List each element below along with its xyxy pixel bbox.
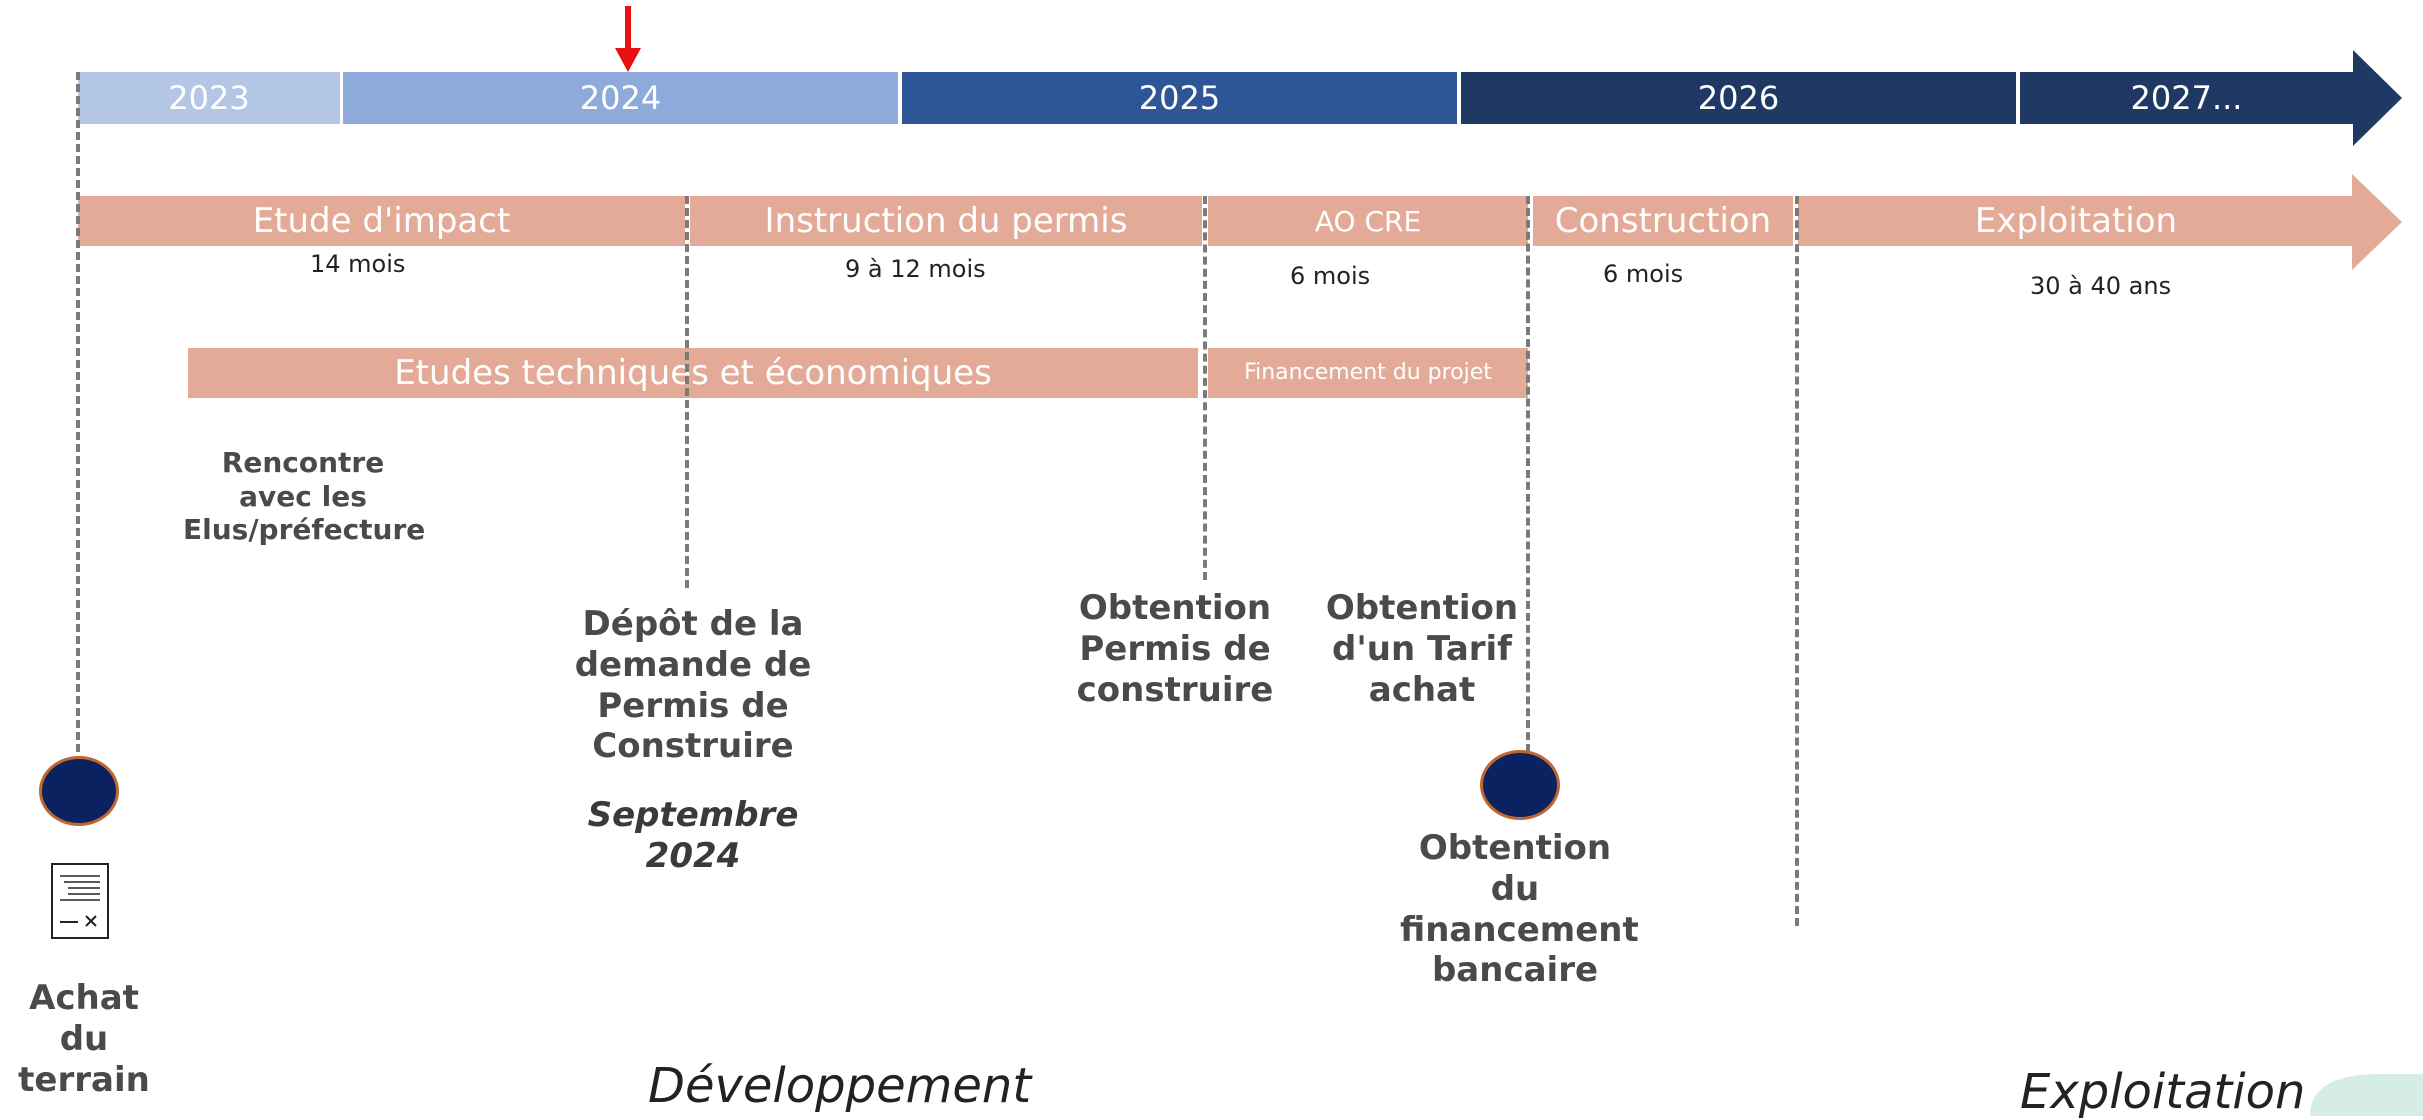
duration-ao-cre: 6 mois — [1290, 262, 1371, 290]
down-arrow-icon — [613, 6, 643, 74]
dashed-line-financement — [1526, 196, 1530, 752]
milestone-obtention-financement: Obtention du financement bancaire — [1400, 828, 1639, 991]
milestone-obtention-tarif: Obtention d'un Tarif achat — [1325, 588, 1519, 710]
year-2024: 2024 — [343, 72, 898, 124]
phase-instruction-permis: Instruction du permis — [690, 196, 1202, 246]
milestone-rencontre: Rencontre avec les Elus/préfecture — [183, 446, 426, 547]
phase-etudes-techniques: Etudes techniques et économiques — [188, 348, 1198, 398]
phase-construction: Construction — [1533, 196, 1793, 246]
section-exploitation: Exploitation — [2020, 1064, 2306, 1120]
section-developpement: Développement — [648, 1058, 1032, 1114]
dashed-line-permis — [1203, 196, 1207, 580]
phase-exploitation: Exploitation — [1798, 196, 2354, 246]
duration-exploitation: 30 à 40 ans — [2030, 272, 2172, 300]
year-2025: 2025 — [902, 72, 1457, 124]
milestone-depot-date: Septembre 2024 — [587, 795, 799, 876]
milestone-dot-achat — [39, 756, 119, 826]
contract-document-icon — [50, 862, 110, 940]
year-2023: 2023 — [78, 72, 340, 124]
year-2027-arrow — [2020, 50, 2405, 146]
phase-etude-impact: Etude d'impact — [78, 196, 685, 246]
phase-ao-cre: AO CRE — [1208, 196, 1528, 246]
milestone-dot-financement — [1480, 750, 1560, 820]
duration-instruction: 9 à 12 mois — [845, 255, 986, 283]
duration-etude-impact: 14 mois — [310, 250, 406, 278]
milestone-obtention-permis: Obtention Permis de construire — [1076, 588, 1274, 710]
year-2027: 2027... — [2130, 79, 2243, 117]
dashed-line-achat — [76, 72, 80, 752]
milestone-depot: Dépôt de la demande de Permis de Constru… — [574, 604, 812, 767]
year-2026: 2026 — [1461, 72, 2016, 124]
duration-construction: 6 mois — [1603, 260, 1684, 288]
dashed-line-depot — [685, 196, 689, 588]
phase-financement: Financement du projet — [1208, 348, 1528, 398]
phase-arrow-head — [2352, 174, 2404, 270]
dashed-line-construction — [1795, 196, 1799, 926]
milestone-achat-terrain: Achat du terrain — [18, 978, 150, 1100]
decorative-corner-shape — [2300, 1074, 2423, 1116]
